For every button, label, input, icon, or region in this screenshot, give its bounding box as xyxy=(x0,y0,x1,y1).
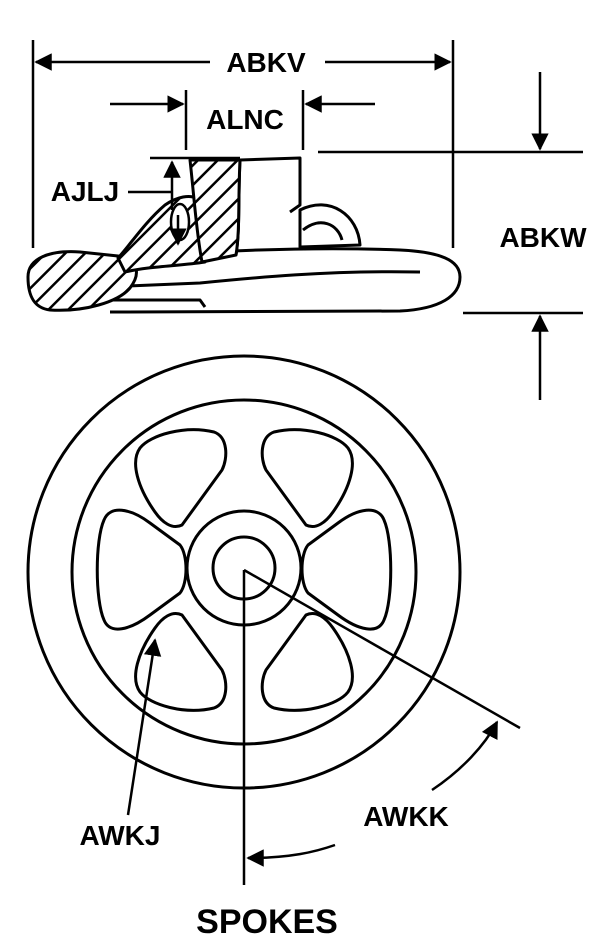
awkk-arc-arrow-left xyxy=(246,843,336,867)
spoke-window-top-right xyxy=(260,428,354,528)
label-abkw: ABKW xyxy=(499,222,587,253)
label-ajlj: AJLJ xyxy=(51,176,119,207)
labels: ABKV ALNC AJLJ ABKW AWKJ AWKK SPOKES xyxy=(51,47,587,941)
awkk-radial-line xyxy=(243,568,521,730)
label-abkv: ABKV xyxy=(226,47,306,78)
label-awkk: AWKK xyxy=(363,801,449,832)
label-awkj: AWKJ xyxy=(80,820,161,851)
spoke-window-bottom-left xyxy=(134,612,228,712)
label-alnc: ALNC xyxy=(206,104,284,135)
awkj-leader xyxy=(126,638,162,816)
section-hole xyxy=(169,202,191,242)
rim-section xyxy=(26,250,138,312)
dimension-lines xyxy=(31,40,583,400)
front-leaders xyxy=(126,568,521,885)
spoke-section xyxy=(116,195,207,274)
label-spokes: SPOKES xyxy=(196,903,338,941)
rim-inner-contour xyxy=(127,270,421,288)
hub-block xyxy=(239,156,302,214)
hub-lug-inner xyxy=(302,221,344,241)
spoke-window-top-left xyxy=(134,428,228,528)
spoke-window-bottom-right xyxy=(260,612,354,712)
hub-section xyxy=(188,158,242,264)
spoke-window-left xyxy=(95,508,188,631)
spoke-window-right xyxy=(300,508,393,631)
awkk-arc-arrow-right xyxy=(431,720,499,792)
